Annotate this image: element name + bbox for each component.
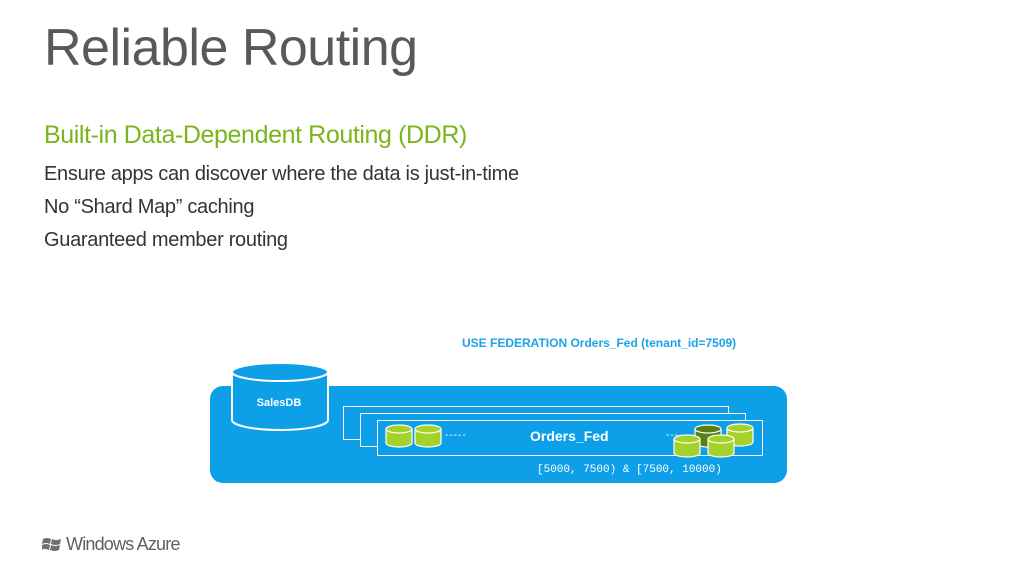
member-database-icon bbox=[414, 424, 442, 448]
salesdb-label: SalesDB bbox=[256, 397, 302, 409]
member-database-icon bbox=[707, 434, 735, 458]
bullet-shard-map: No “Shard Map” caching bbox=[44, 196, 255, 218]
right-dashes: --- bbox=[666, 430, 679, 441]
federation-label: Orders_Fed bbox=[530, 428, 609, 444]
logo-text: Windows Azure bbox=[66, 534, 180, 554]
slide-subtitle: Built-in Data-Dependent Routing (DDR) bbox=[44, 121, 467, 149]
salesdb-database-icon bbox=[231, 362, 329, 431]
bullet-member-routing: Guaranteed member routing bbox=[44, 229, 288, 251]
use-federation-statement: USE FEDERATION Orders_Fed (tenant_id=750… bbox=[462, 336, 737, 350]
bullet-just-in-time: Ensure apps can discover where the data … bbox=[44, 163, 519, 185]
windows-azure-logo: Windows Azure bbox=[42, 534, 180, 555]
member-database-icon bbox=[385, 424, 413, 448]
federation-range-label: [5000, 7500) & [7500, 10000) bbox=[537, 464, 722, 476]
member-database-icon bbox=[673, 434, 701, 458]
windows-flag-icon bbox=[42, 537, 61, 551]
left-dashes: ----- bbox=[445, 430, 467, 441]
slide-title: Reliable Routing bbox=[44, 19, 418, 77]
